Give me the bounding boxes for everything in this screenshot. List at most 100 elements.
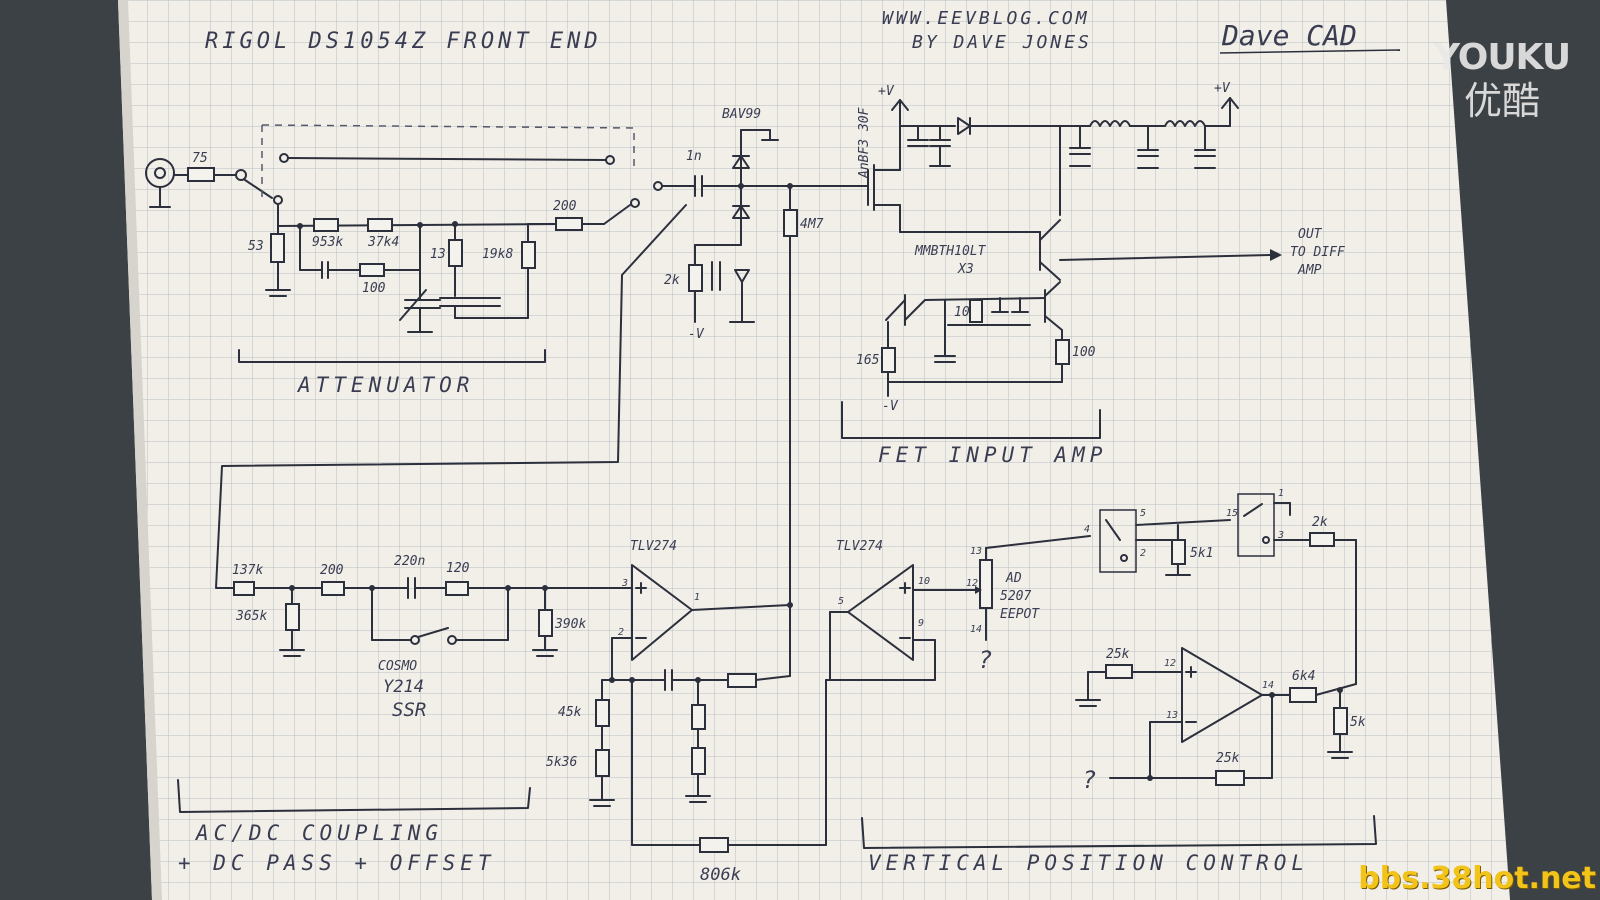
label-pin12b: 12	[1164, 658, 1176, 669]
label-r25k-b: 25k	[1216, 751, 1240, 766]
label-bjt-part: MMBTH10LT	[914, 244, 987, 259]
resistor-137k	[233, 581, 255, 596]
label-r365k: 365k	[235, 609, 267, 624]
resistor-953k	[313, 218, 339, 232]
label-r100b: 100	[1072, 345, 1096, 360]
label-r6k4: 6k4	[1292, 669, 1315, 684]
label-r19k8: 19k8	[482, 247, 513, 262]
label-bav99: BAV99	[722, 107, 761, 122]
label-pin3a: 3	[621, 578, 628, 589]
trim-capacitors	[399, 289, 529, 333]
label-r100: 100	[362, 281, 386, 296]
resistor-365k	[285, 603, 300, 631]
resistor-390k	[538, 609, 553, 637]
resistor-75	[187, 167, 215, 182]
resistor-200	[555, 217, 583, 231]
label-pin14b: 14	[1262, 680, 1274, 691]
label-unknown2: ?	[1082, 766, 1096, 794]
label-pin9a: 9	[918, 618, 924, 629]
bav99-diode-pair	[732, 129, 779, 246]
section-attenuator: ATTENUATOR	[296, 373, 474, 397]
label-r75: 75	[192, 151, 208, 166]
label-r200: 200	[553, 199, 577, 214]
resistor-165	[881, 347, 896, 373]
inductor-1	[1089, 120, 1131, 127]
label-vpos1: +V	[878, 84, 895, 99]
label-pin3b: 3	[1277, 530, 1284, 541]
label-r25k-a: 25k	[1106, 647, 1130, 662]
label-pin10a: 10	[918, 576, 930, 587]
label-r5k36: 5k36	[546, 755, 577, 770]
resistor-25k-b	[1215, 770, 1245, 786]
analog-switch-2	[1237, 493, 1275, 557]
label-out3: AMP	[1297, 263, 1322, 278]
opamp-tlv274-1	[631, 564, 693, 661]
label-epot2: 5207	[1000, 589, 1031, 604]
bnc-input-connector	[145, 158, 175, 208]
jfet-input	[867, 164, 901, 211]
eepot-ad5207	[975, 547, 993, 641]
label-opamp2: TLV274	[836, 539, 883, 554]
label-r5k: 5k	[1350, 715, 1366, 730]
bjt-q3	[1044, 281, 1063, 331]
label-r13: 13	[430, 247, 446, 262]
resistor-100	[359, 263, 385, 277]
label-vneg2: -V	[882, 399, 899, 414]
inductor-2	[1164, 120, 1206, 127]
label-r45k: 45k	[558, 705, 582, 720]
youku-watermark: YOUKU 优酷	[1432, 38, 1572, 124]
label-vneg1: -V	[688, 327, 705, 342]
label-r53: 53	[248, 239, 264, 254]
label-out1: OUT	[1298, 227, 1323, 242]
resistor-25k-a	[1105, 664, 1133, 679]
resistor-100b	[1055, 339, 1070, 365]
label-r390k: 390k	[554, 617, 586, 632]
paper-grid	[118, 0, 1510, 900]
label-epot1: AD	[1005, 571, 1022, 586]
label-r2k: 2k	[664, 273, 680, 288]
label-pin4a: 4	[1084, 524, 1090, 535]
label-pin13a: 13	[970, 546, 982, 557]
label-r137k: 137k	[232, 563, 263, 578]
label-fet-part: AnBF3 30F	[857, 106, 872, 179]
label-r5k1: 5k1	[1190, 546, 1213, 561]
label-pin14a: 14	[970, 624, 982, 635]
resistor-200b	[321, 581, 345, 596]
website-text: WWW.EEVBLOG.COM	[882, 8, 1090, 29]
section-coupling-1: AC/DC COUPLING	[194, 821, 443, 845]
label-pin2b: 2	[1140, 548, 1146, 559]
site-watermark: bbs.38hot.net	[1358, 861, 1596, 896]
resistor-4m7	[783, 209, 798, 237]
label-pin13b: 13	[1166, 710, 1178, 721]
bjt-q2	[885, 294, 926, 326]
label-r10: 10	[954, 305, 970, 320]
label-r165: 165	[856, 353, 880, 368]
resistor-53	[270, 233, 285, 263]
label-opamp1: TLV274	[630, 539, 677, 554]
youku-logo-latin: YOUKU	[1433, 37, 1571, 78]
label-r953k: 953k	[312, 235, 343, 250]
resistor-19k8	[521, 241, 536, 269]
resistor-feedback	[727, 673, 757, 688]
label-r2kb: 2k	[1312, 515, 1328, 530]
label-pin1b: 1	[1278, 488, 1284, 499]
resistor-10	[969, 299, 983, 323]
section-coupling-2: + DC PASS + OFFSET	[178, 851, 496, 875]
section-fet-input-amp: FET INPUT AMP	[878, 443, 1107, 467]
author-text: BY DAVE JONES	[912, 32, 1092, 53]
label-vpos2: +V	[1214, 81, 1231, 96]
opamp-tlv274-2	[847, 564, 914, 661]
resistor-37k4	[367, 218, 393, 232]
resistor-divider-lower	[691, 747, 706, 775]
supply-decoupling-caps	[907, 125, 1216, 169]
label-pin15a: 15	[1226, 508, 1238, 519]
youku-logo-chinese: 优酷	[1463, 79, 1540, 123]
label-out2: TO DIFF	[1290, 245, 1346, 260]
logo-text: Dave CAD	[1221, 19, 1357, 52]
ssr-switch-contact-a	[410, 635, 420, 645]
label-pin8: 5	[838, 596, 844, 607]
resistor-5k36	[595, 749, 610, 777]
label-r4m7: 4M7	[800, 217, 824, 232]
label-unknown1: ?	[978, 646, 992, 674]
label-ssr1: COSMO	[378, 659, 417, 674]
